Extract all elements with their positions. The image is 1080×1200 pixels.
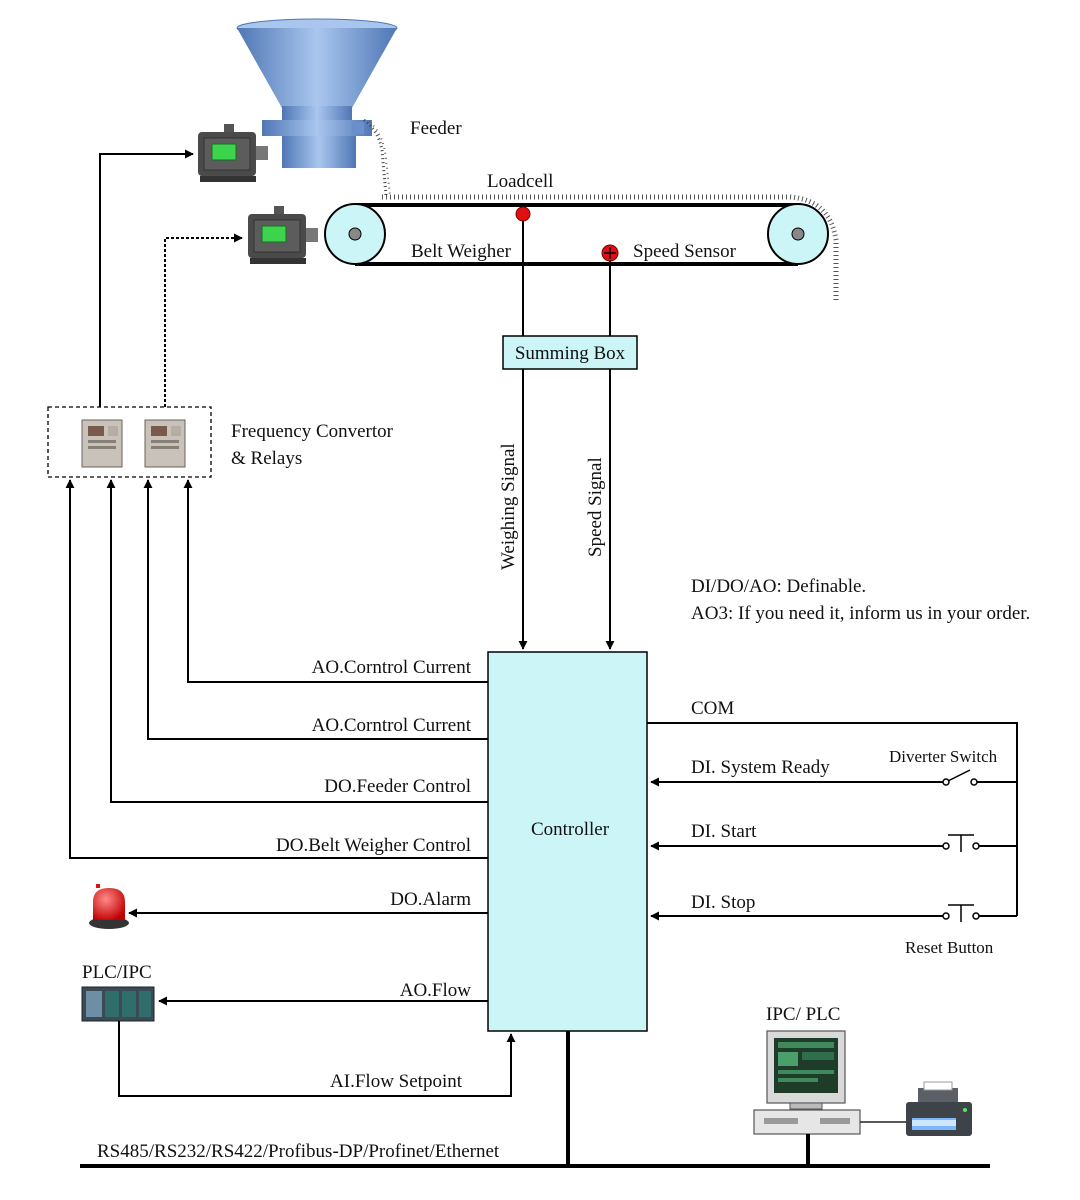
- loadcell-label: Loadcell: [487, 171, 553, 192]
- printer-icon: [906, 1081, 972, 1136]
- belt-weigher-label: Belt Weigher: [411, 241, 512, 262]
- diverter-switch-icon: [942, 769, 978, 786]
- computer-icon: [753, 1030, 861, 1135]
- com-label: COM: [691, 698, 734, 719]
- frequency-convertor-label: Frequency Convertor: [231, 421, 394, 442]
- controller-box: [487, 651, 648, 1032]
- ao-flow-label: AO.Flow: [400, 980, 472, 1001]
- speed-sensor-icon: [601, 244, 619, 262]
- ao-control-current-1-label: AO.Corntrol Current: [312, 657, 472, 678]
- do-alarm-label: DO.Alarm: [390, 889, 471, 910]
- diverter-switch-label: Diverter Switch: [889, 747, 998, 766]
- feeder-label: Feeder: [410, 118, 462, 139]
- reset-button-label: Reset Button: [905, 938, 994, 957]
- do-belt-weigher-control-label: DO.Belt Weigher Control: [276, 835, 471, 856]
- plc-rack-icon: [81, 986, 155, 1022]
- do-feeder-control-label: DO.Feeder Control: [324, 776, 471, 797]
- weighing-signal-label: Weighing Signal: [498, 443, 519, 570]
- frequency-convertor-box: [47, 406, 212, 478]
- note-ao3: AO3: If you need it, inform us in your o…: [691, 603, 1030, 624]
- alarm-lamp-icon: [89, 884, 129, 929]
- ai-flow-setpoint-label: AI.Flow Setpoint: [330, 1071, 463, 1092]
- feeder-hopper-icon: [236, 18, 398, 168]
- belt-conveyor: [324, 194, 839, 300]
- feeder-motor-icon: [198, 124, 268, 182]
- summing-box: [502, 335, 638, 370]
- start-button-icon: [942, 834, 980, 852]
- speed-sensor-label: Speed Sensor: [633, 241, 737, 262]
- relays-label: & Relays: [231, 448, 302, 469]
- ipc-plc-label: IPC/ PLC: [766, 1004, 840, 1025]
- bus-label: RS485/RS232/RS422/Profibus-DP/Profinet/E…: [97, 1141, 500, 1162]
- di-stop-label: DI. Stop: [691, 892, 755, 913]
- frequency-converter-icon: [81, 419, 123, 468]
- controller-label: Controller: [531, 819, 610, 840]
- note-definable: DI/DO/AO: Definable.: [691, 576, 866, 597]
- summing-box-label: Summing Box: [515, 343, 626, 364]
- plc-ipc-label: PLC/IPC: [82, 962, 152, 983]
- ao-control-current-2-label: AO.Corntrol Current: [312, 715, 472, 736]
- frequency-converter-icon: [144, 419, 186, 468]
- loadcell-icon: [515, 206, 531, 222]
- di-system-ready-label: DI. System Ready: [691, 757, 830, 778]
- di-start-label: DI. Start: [691, 821, 757, 842]
- belt-motor-icon: [248, 206, 318, 264]
- speed-signal-label: Speed Signal: [585, 457, 606, 557]
- reset-button-icon: [942, 904, 980, 922]
